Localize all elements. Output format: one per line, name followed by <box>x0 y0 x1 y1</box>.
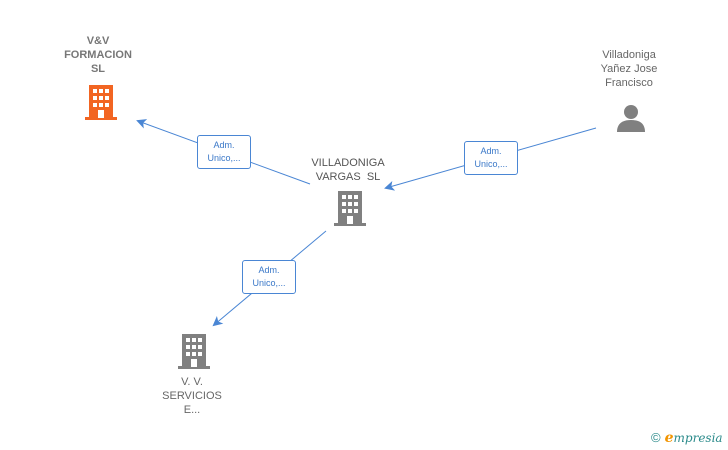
node-label-line: Villadoniga <box>602 49 656 61</box>
node-label-line: V&V <box>86 35 110 47</box>
node-label-villadoniga-person[interactable]: Villadoniga Yañez Jose Francisco <box>579 48 679 90</box>
node-label-line: SERVICIOS <box>162 390 222 402</box>
copyright-symbol: © <box>651 430 661 445</box>
node-label-line: VILLADONIGA <box>311 157 385 169</box>
node-label-line: V. V. <box>181 376 203 388</box>
node-label-line: Francisco <box>605 77 653 89</box>
edge-label-vargas-servicios[interactable]: Adm. Unico,... <box>242 260 296 294</box>
brand-name: mpresia <box>673 431 723 445</box>
edge-label-line: Adm. <box>258 265 280 275</box>
edge-label-line: Unico,... <box>474 159 508 169</box>
building-icon[interactable] <box>334 190 366 226</box>
node-label-vv-servicios[interactable]: V. V. SERVICIOS E... <box>142 375 242 417</box>
node-label-vv-formacion[interactable]: V&V FORMACION SL <box>48 34 148 76</box>
building-icon[interactable] <box>85 84 117 120</box>
node-label-villadoniga-vargas[interactable]: VILLADONIGA VARGAS SL <box>296 156 400 184</box>
edge-label-vargas-formacion[interactable]: Adm. Unico,... <box>197 135 251 169</box>
node-label-line: Yañez Jose <box>600 63 658 75</box>
edge-label-line: Adm. <box>480 146 502 156</box>
node-label-line: FORMACION <box>64 49 132 61</box>
edge-label-line: Adm. <box>213 140 235 150</box>
node-label-line: VARGAS SL <box>315 171 381 183</box>
node-label-line: SL <box>90 63 106 75</box>
edge-label-line: Unico,... <box>207 153 241 163</box>
edge-label-person-vargas[interactable]: Adm. Unico,... <box>464 141 518 175</box>
person-icon[interactable] <box>616 103 646 133</box>
edge-label-line: Unico,... <box>252 278 286 288</box>
empresia-watermark: ©empresia <box>651 430 723 446</box>
building-icon[interactable] <box>178 333 210 369</box>
brand-logo-letter: e <box>664 430 674 446</box>
node-label-line: E... <box>183 404 201 416</box>
